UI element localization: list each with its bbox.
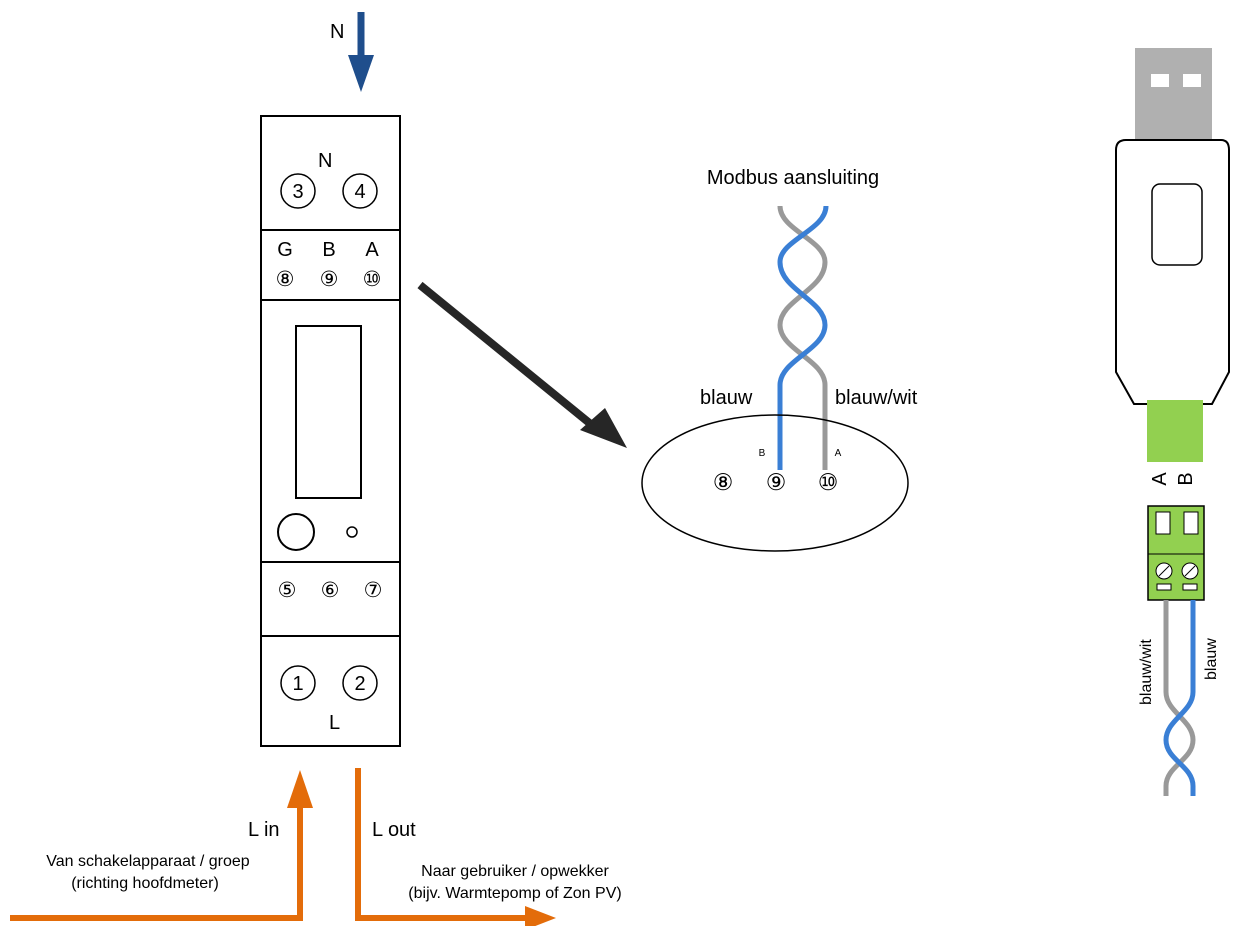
top-block-label: N [318,150,332,172]
source-line2: (richting hoofdmeter) [71,875,219,892]
terminal-2: 2 [354,673,365,695]
usb-connector [1147,400,1203,462]
connector-label-b: B [1175,472,1197,485]
usb-twisted-cable [1163,600,1196,796]
detail-terminal-8: ⑧ [713,469,734,495]
right-wire-label: blauw/wit [835,387,918,409]
terminal-a-letter: A [835,448,842,459]
modbus-terminal-8: ⑧ [276,268,295,291]
terminal-4-circle [342,173,378,209]
left-wire-label: blauw [700,387,753,409]
usb-left-wire-label: blauw/wit [1138,639,1155,705]
usb-plug [1135,48,1212,140]
terminal-b-letter: B [759,448,766,459]
source-line1: Van schakelapparaat / groep [46,853,250,870]
dest-line1: Naar gebruiker / opwekker [421,863,609,880]
modbus-title: Modbus aansluiting [707,167,879,189]
terminal-7: ⑦ [364,579,383,602]
detail-terminal-9: ⑨ [766,469,787,495]
usb-right-wire-label: blauw [1203,638,1220,680]
terminal-3: 3 [292,181,303,203]
meter-display [295,325,362,499]
connector-label-a: A [1149,472,1171,486]
terminal-1-circle [280,665,316,701]
terminal-detail-ellipse [641,414,909,552]
meter-led [346,526,358,538]
bottom-block-label: L [329,712,340,734]
modbus-terminal-10: ⑩ [363,268,382,291]
usb-adapter [1115,48,1230,462]
l-out-wire [355,768,556,930]
dest-line2: (bijv. Warmtepomp of Zon PV) [408,885,621,902]
usb-window [1151,183,1203,266]
l-in-wire [10,770,313,921]
usb-body [1115,139,1230,405]
terminal-4: 4 [354,181,365,203]
modbus-label-b: B [322,239,335,261]
terminal-6: ⑥ [321,579,340,602]
meter-button [277,513,315,551]
pointer-arrow [417,281,627,448]
modbus-terminal-9: ⑨ [320,268,339,291]
terminal-2-circle [342,665,378,701]
neutral-arrow-label: N [330,21,344,43]
terminal-block [1147,505,1205,601]
detail-terminal-10: ⑩ [818,469,839,495]
modbus-label-a: A [365,239,379,261]
modbus-label-g: G [277,239,293,261]
neutral-arrow [348,12,374,92]
terminal-5: ⑤ [278,579,297,602]
energy-meter [260,115,401,747]
terminal-3-circle [280,173,316,209]
l-in-label: L in [248,819,280,841]
l-out-label: L out [372,819,416,841]
twisted-pair-cable [777,205,829,470]
terminal-1: 1 [292,673,303,695]
